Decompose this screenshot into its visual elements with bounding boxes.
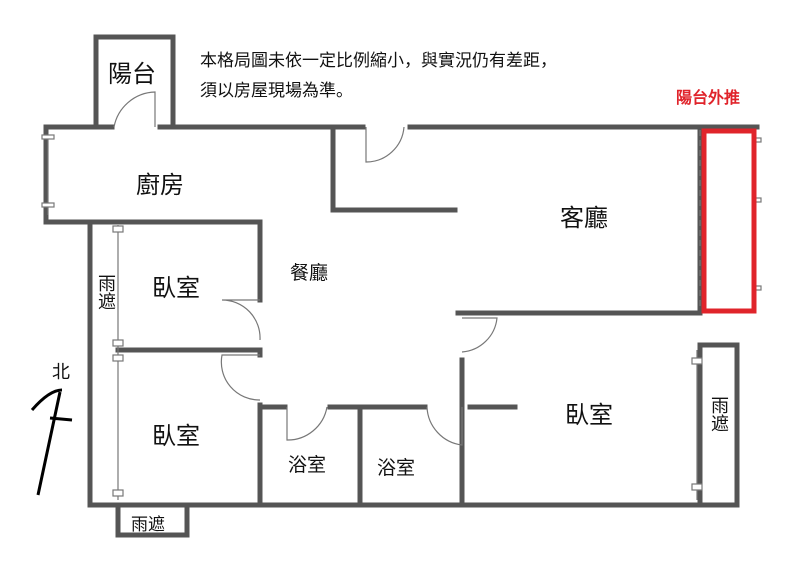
room-bedroom-2: 臥室 [152, 422, 200, 450]
north-label: 北 [52, 362, 70, 383]
room-bathroom-2: 浴室 [377, 457, 416, 479]
room-dining: 餐廳 [290, 262, 329, 284]
north-arrow-icon [30, 388, 73, 496]
room-balcony: 陽台 [108, 60, 156, 88]
disclaimer-line2: 須以房屋現場為準。 [200, 81, 353, 101]
rain-cover-left: 雨遮 [95, 274, 116, 310]
room-living: 客廳 [560, 204, 608, 232]
balcony-extension-label: 陽台外推 [676, 88, 741, 107]
disclaimer-line1: 本格局圖未依一定比例縮小，與實況仍有差距， [200, 51, 557, 71]
rain-cover-bottom: 雨遮 [131, 515, 165, 535]
room-kitchen: 廚房 [136, 171, 184, 199]
room-bathroom-1: 浴室 [288, 454, 327, 476]
room-bedroom-1: 臥室 [152, 274, 200, 302]
balcony-extension-highlight [701, 128, 757, 314]
room-bedroom-3: 臥室 [565, 401, 613, 429]
rain-cover-right: 雨遮 [708, 396, 729, 432]
windows-and-doors [41, 91, 762, 500]
